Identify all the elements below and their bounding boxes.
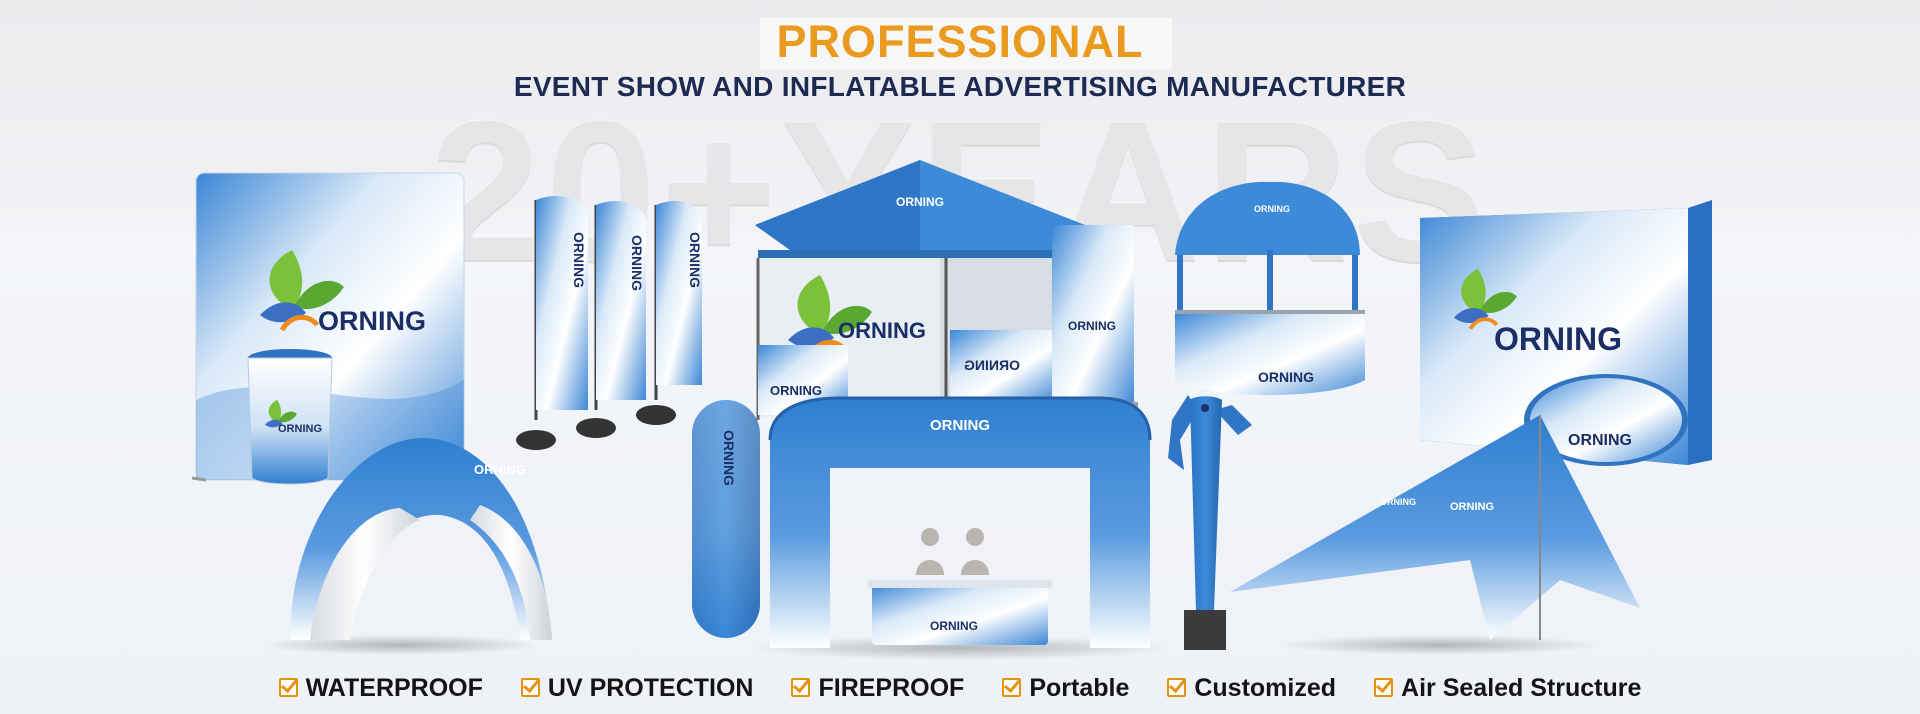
star-shade-tent-icon: ORNING ORNING xyxy=(1230,415,1640,640)
svg-text:ORNING: ORNING xyxy=(1494,321,1622,357)
folding-tent-icon: ORNING ORNING ORNING ORNING xyxy=(755,160,1085,430)
banner-subtitle: EVENT SHOW AND INFLATABLE ADVERTISING MA… xyxy=(513,71,1407,102)
svg-text:ORNING: ORNING xyxy=(687,232,703,288)
title-backing xyxy=(760,18,1172,70)
feature-label: Air Sealed Structure xyxy=(1401,673,1642,702)
svg-text:ORNING: ORNING xyxy=(474,462,526,477)
counter-podium-icon: ORNING xyxy=(247,349,333,485)
svg-text:ORNING: ORNING xyxy=(1068,319,1116,333)
spider-tent-icon: ORNING xyxy=(290,437,552,640)
svg-text:ORNING: ORNING xyxy=(629,235,645,291)
feature-item-air-sealed: Air Sealed Structure xyxy=(1374,674,1641,703)
feature-item-portable: Portable xyxy=(1002,674,1129,703)
svg-text:ORNING: ORNING xyxy=(896,195,944,209)
feature-label: FIREPROOF xyxy=(818,673,965,702)
svg-text:ORNING: ORNING xyxy=(278,423,322,435)
feature-list: WATERPROOF UV PROTECTION FIREPROOF Porta… xyxy=(0,668,1920,708)
svg-text:ORNING: ORNING xyxy=(930,619,978,633)
sky-dancer-icon xyxy=(1168,395,1252,650)
checkbox-icon xyxy=(278,677,298,697)
svg-text:ORNING: ORNING xyxy=(930,417,990,434)
pop-up-a-frame-banner-icon: ORNING xyxy=(1524,374,1688,466)
checkbox-icon xyxy=(520,677,540,697)
feature-item-customized: Customized xyxy=(1167,674,1336,703)
checkbox-icon xyxy=(1374,677,1394,697)
svg-text:ORNING: ORNING xyxy=(1568,432,1632,449)
svg-text:ORNING: ORNING xyxy=(1254,204,1290,214)
feature-label: Portable xyxy=(1029,673,1130,702)
svg-text:ORNING: ORNING xyxy=(770,383,822,398)
dome-kiosk-tent-icon: ORNING ORNING xyxy=(1175,181,1365,395)
checkbox-icon xyxy=(791,677,811,697)
checkbox-icon xyxy=(1167,677,1187,697)
feature-item-fireproof: FIREPROOF xyxy=(791,674,964,703)
svg-text:ORNING: ORNING xyxy=(838,318,926,343)
feature-label: Customized xyxy=(1194,673,1337,702)
feature-item-uv-protection: UV PROTECTION xyxy=(520,673,754,703)
feature-label: UV PROTECTION xyxy=(547,673,754,702)
svg-text:ORNING: ORNING xyxy=(1258,369,1314,385)
banner-title: PROFESSIONAL xyxy=(776,16,1144,67)
svg-text:ORNING: ORNING xyxy=(571,232,587,288)
svg-text:ORNING: ORNING xyxy=(1380,497,1416,507)
svg-text:ORNING: ORNING xyxy=(964,357,1020,373)
checkbox-icon xyxy=(1002,677,1022,697)
inflatable-arch-icon: ORNING xyxy=(768,396,1152,648)
roll-up-banner-icon: ORNING xyxy=(1048,225,1138,410)
svg-text:ORNING: ORNING xyxy=(1450,501,1494,513)
feather-flag-icon: ORNING ORNING ORNING xyxy=(516,195,703,450)
svg-text:ORNING: ORNING xyxy=(721,430,737,486)
feature-item-waterproof: WATERPROOF xyxy=(278,673,483,703)
feature-label: WATERPROOF xyxy=(305,673,483,702)
svg-text:ORNING: ORNING xyxy=(318,306,426,336)
reception-table-icon: ORNING xyxy=(868,528,1052,645)
inflatable-column-icon: ORNING xyxy=(692,400,760,638)
